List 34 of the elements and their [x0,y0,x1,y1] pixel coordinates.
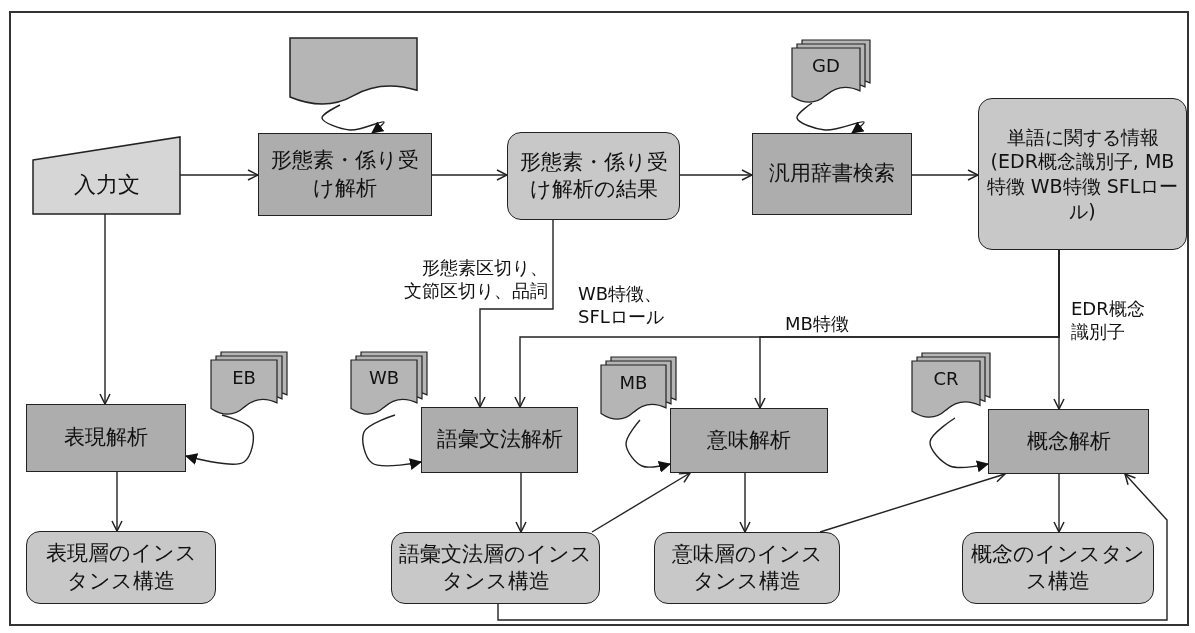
loop-arrow [185,414,255,465]
arrow [99,213,111,405]
arrow [591,472,691,533]
loop-arrow [929,417,989,473]
result-box: 単語に関する情報(EDR概念識別子, MB特徴 WB特徴 SFLロール) [978,98,1187,250]
result-box: 形態素・係り受け解析の結果 [507,132,680,220]
document-shape [290,38,417,105]
arrow [739,472,751,533]
arrow [179,169,259,181]
arrow [474,219,554,408]
result-box: 概念のインスタンス構造 [962,532,1154,604]
process-box: 汎用辞書検索 [752,133,912,215]
loop-arrow [321,104,385,134]
result-box: 意味層のインスタンス構造 [654,532,840,604]
arrow [911,169,979,181]
arrow [497,473,1168,621]
loop-arrow [362,414,422,470]
loop-arrow [796,102,865,134]
arrow [431,169,508,181]
arrow [819,471,1006,533]
arrow [515,472,527,533]
result-box: 表現層のインスタンス構造 [26,531,216,604]
arrow [1053,249,1065,410]
result-box: 語彙文法層のインスタンス構造 [391,532,600,604]
arrow [679,169,753,181]
process-box: 語彙文法解析 [421,407,578,473]
loop-arrow [625,419,671,473]
process-box: 形態素・係り受け解析 [258,133,432,216]
process-box: 表現解析 [26,404,186,472]
process-box: 意味解析 [670,408,828,473]
input-shape: 入力文 [33,137,180,214]
process-box: 概念解析 [988,409,1149,474]
arrow [1053,473,1065,533]
arrow [111,471,123,532]
